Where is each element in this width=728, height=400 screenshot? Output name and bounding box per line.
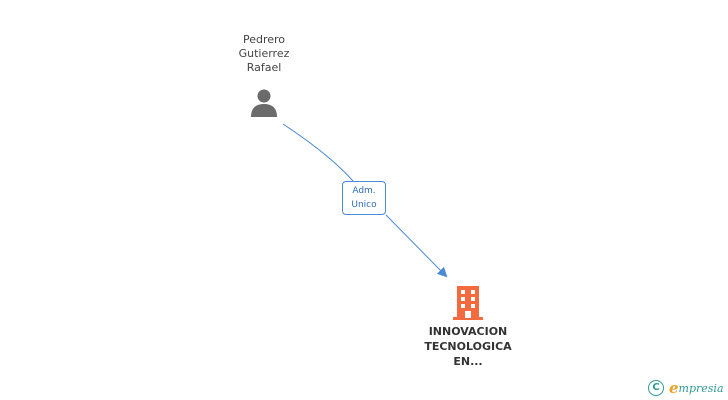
relation-line-lower [385, 214, 448, 278]
building-icon[interactable] [451, 284, 485, 320]
brand-logo-text: mpresia [678, 381, 724, 395]
company-name-line-3: EN... [453, 355, 483, 368]
person-name-line-3: Rafael [246, 61, 282, 74]
empresia-brand[interactable]: C e mpresia [648, 378, 724, 398]
role-line-2: Unico [351, 200, 377, 210]
role-badge[interactable]: Adm. Unico [342, 181, 386, 215]
person-name[interactable]: Pedrero Gutierrez Rafael [204, 33, 324, 75]
brand-logo-initial: e [669, 379, 679, 397]
copyright-icon: C [648, 380, 664, 396]
person-icon[interactable] [249, 88, 279, 118]
company-name-line-1: INNOVACION [428, 325, 508, 338]
company-name-line-2: TECNOLOGICA [424, 340, 512, 353]
company-name[interactable]: INNOVACION TECNOLOGICA EN... [398, 324, 538, 369]
role-line-1: Adm. [352, 186, 376, 196]
person-name-line-1: Pedrero [242, 33, 286, 46]
relation-line-upper [282, 123, 354, 182]
person-name-line-2: Gutierrez [238, 47, 290, 60]
